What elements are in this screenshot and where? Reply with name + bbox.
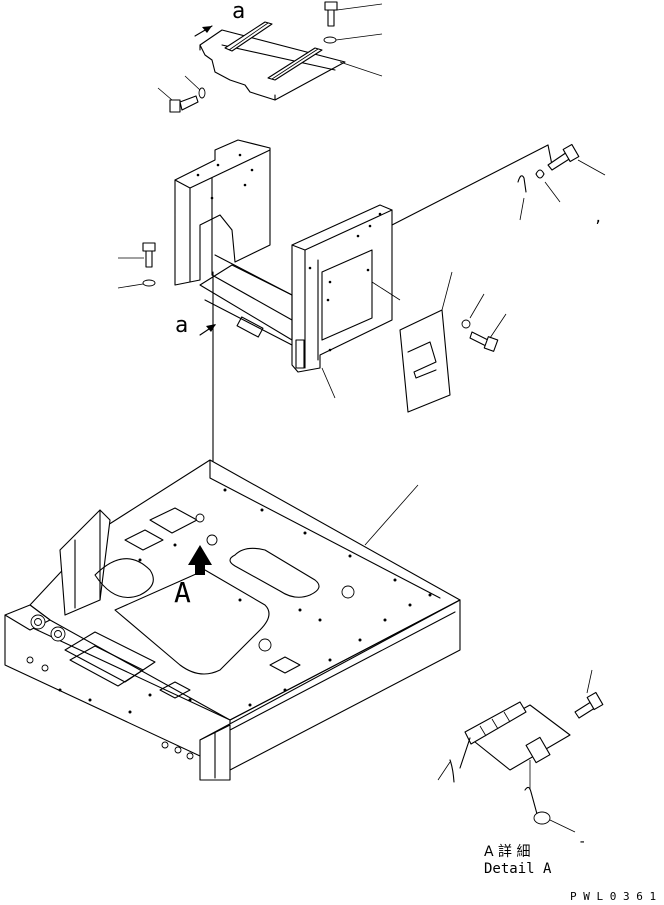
frame-leader	[364, 484, 419, 546]
detail-jp-label: A 詳 細	[484, 844, 530, 860]
view-a-side-label: a	[175, 313, 188, 338]
right-cover-plate	[371, 271, 453, 413]
dash-mark: -	[578, 834, 586, 850]
right-cover-bolt	[461, 293, 507, 352]
detail-a-drawing: -	[437, 669, 604, 850]
floor-frame	[4, 459, 461, 781]
top-washer	[323, 33, 383, 44]
view-arrow-a-side: a	[175, 313, 216, 338]
view-arrow-a-top: a	[194, 0, 245, 37]
top-bolt	[324, 1, 383, 27]
view-arrow-A: A	[174, 545, 212, 609]
side-bolt-left	[157, 75, 206, 113]
view-A-label: A	[174, 576, 191, 609]
guide-line-right	[391, 144, 549, 226]
seat-stand-box	[174, 139, 393, 373]
top-cover-plate	[199, 21, 346, 101]
cover-leader	[339, 61, 383, 77]
upper-hinge-parts: ,	[517, 143, 606, 226]
comma-mark: ,	[594, 210, 602, 226]
detail-en-label: Detail A	[484, 861, 552, 877]
view-a-top-label: a	[232, 0, 245, 24]
box-side-bolt	[117, 242, 156, 289]
drawing-code: P W L 0 3 6 1	[570, 890, 656, 903]
box-leader	[321, 367, 336, 399]
